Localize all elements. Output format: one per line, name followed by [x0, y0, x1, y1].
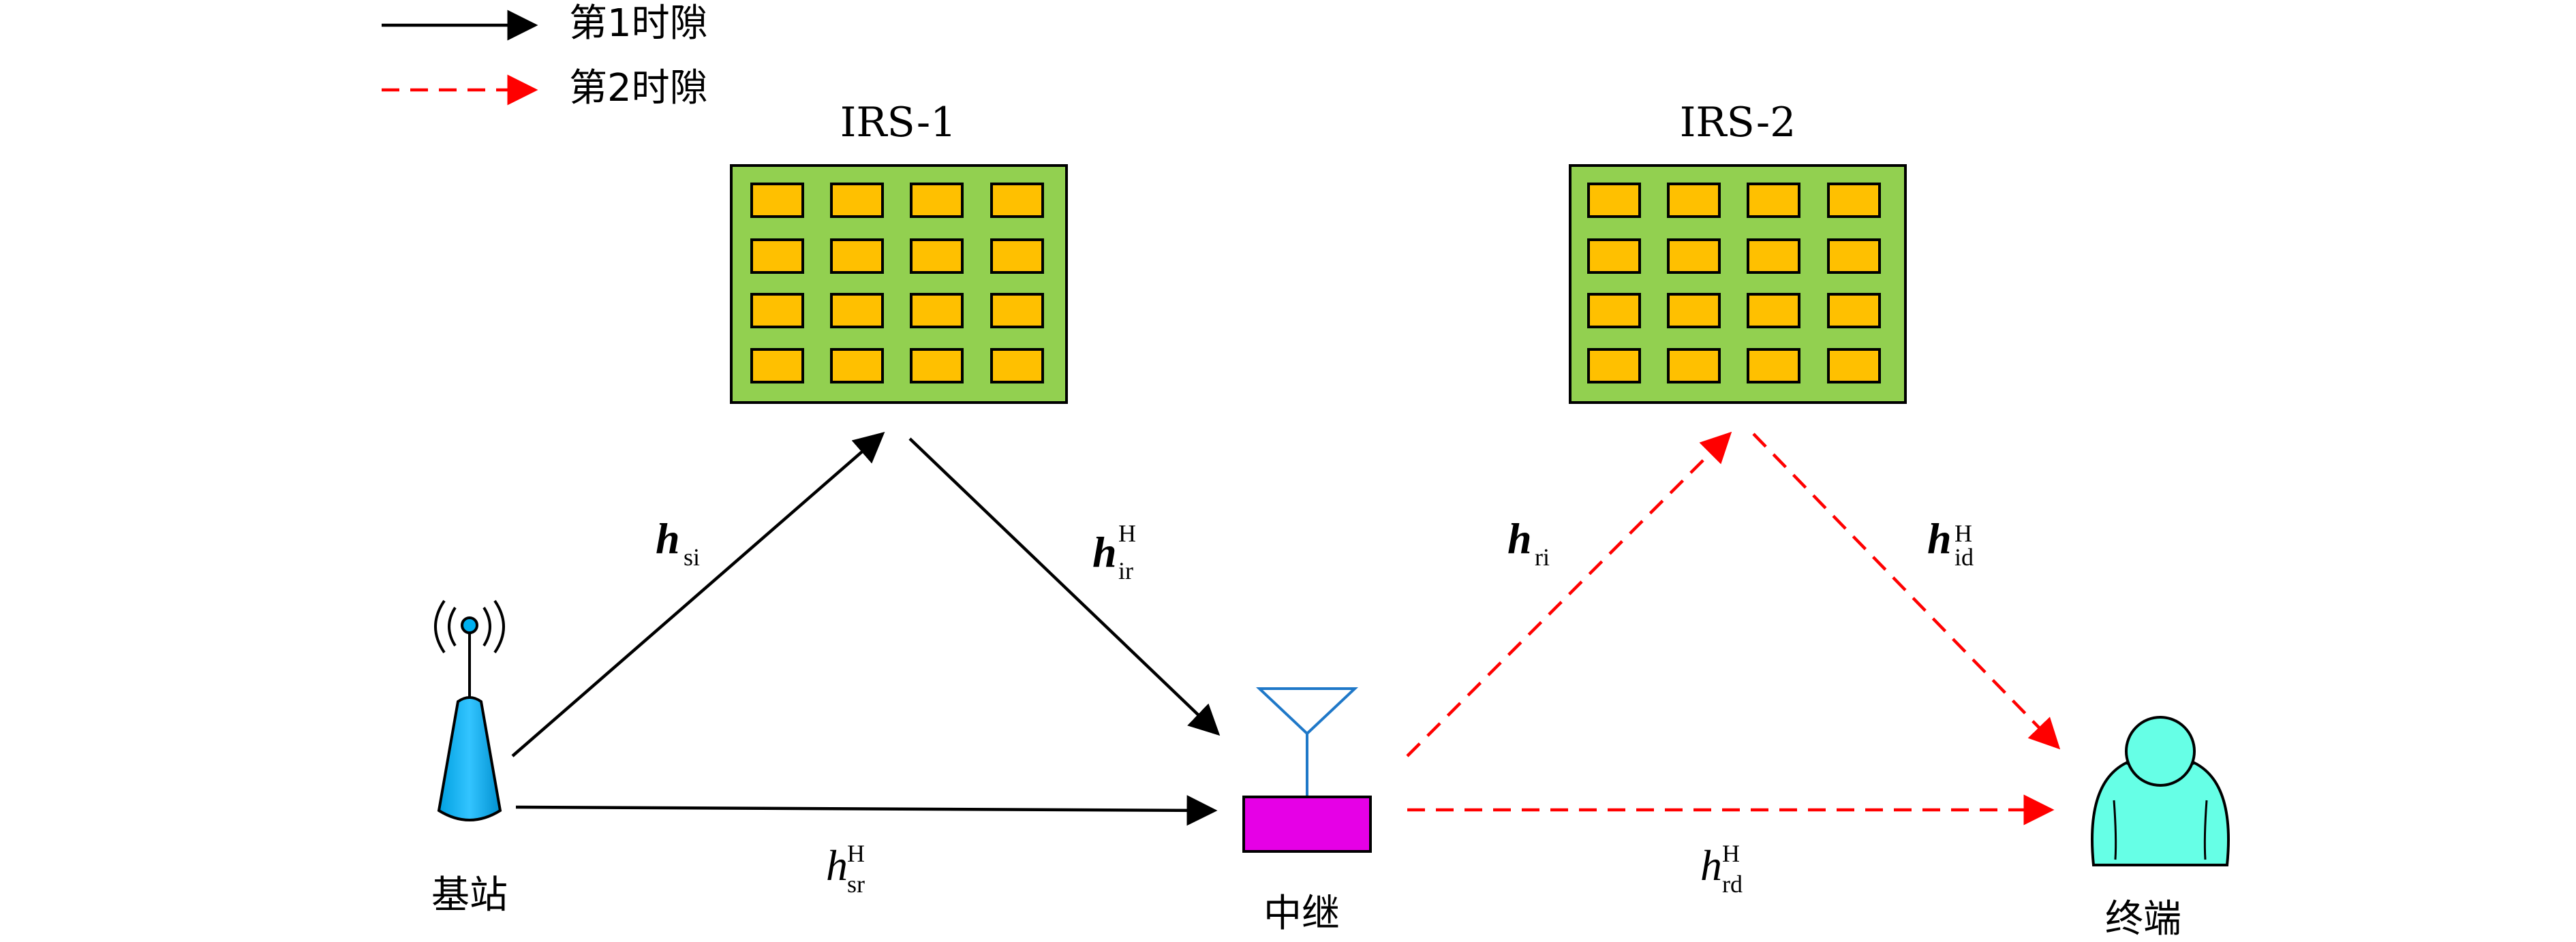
base-station: [434, 599, 505, 821]
irs1-element-r3c1: [750, 293, 804, 328]
irs2-element-r1c3: [1747, 183, 1800, 218]
svg-text:h: h: [1507, 514, 1532, 563]
irs2-element-r3c3: [1747, 293, 1800, 328]
irs2-element-r1c2: [1667, 183, 1721, 218]
irs1-element-r1c4: [990, 183, 1044, 218]
irs1-element-r1c2: [830, 183, 884, 218]
legend: 第1时隙 第2时隙: [382, 1, 708, 110]
channel-label-h-id: h H id: [1927, 514, 1974, 571]
irs2-element-r1c1: [1587, 183, 1641, 218]
signal-wave-icon: [448, 606, 457, 647]
irs1-element-r2c1: [750, 238, 804, 274]
base-station-label: 基站: [431, 873, 508, 917]
svg-text:h: h: [826, 841, 848, 890]
irs2-panel: [1569, 164, 1907, 404]
irs1-panel: [730, 164, 1068, 404]
legend-slot1-label: 第1时隙: [569, 1, 708, 46]
irs2-element-r1c4: [1827, 183, 1881, 218]
channel-label-h-si: h si: [656, 514, 700, 571]
irs2-element-r4c4: [1827, 348, 1881, 383]
irs1-element-r1c1: [750, 183, 804, 218]
terminal-label: 终端: [2105, 897, 2181, 941]
svg-text:h: h: [1700, 841, 1722, 890]
channel-label-h-sr: h H sr: [826, 840, 865, 898]
irs2-element-r4c1: [1587, 348, 1641, 383]
irs1-element-r2c3: [910, 238, 964, 274]
irs1-element-r3c2: [830, 293, 884, 328]
antenna-tip-icon: [461, 616, 478, 634]
svg-text:H: H: [1722, 840, 1740, 867]
svg-text:h: h: [1927, 514, 1952, 563]
arrow-irs2-to-terminal: [1752, 433, 2061, 750]
irs2-label: IRS-2: [1680, 99, 1796, 146]
svg-text:id: id: [1954, 544, 1974, 571]
irs1-element-r4c2: [830, 348, 884, 383]
relay: [1242, 687, 1372, 853]
irs1-element-r4c1: [750, 348, 804, 383]
irs1-element-r3c4: [990, 293, 1044, 328]
irs1-element-r2c4: [990, 238, 1044, 274]
irs2-element-r3c1: [1587, 293, 1641, 328]
arrow-irs1-to-relay: [908, 437, 1221, 736]
channel-label-h-rd: h H rd: [1700, 840, 1743, 898]
svg-text:H: H: [1954, 520, 1972, 547]
irs2-element-r3c4: [1827, 293, 1881, 328]
svg-text:rd: rd: [1722, 870, 1743, 898]
irs2-element-r2c1: [1587, 238, 1641, 274]
irs1-label: IRS-1: [840, 99, 957, 146]
svg-text:ir: ir: [1118, 557, 1133, 584]
channel-label-h-ir: h H ir: [1092, 520, 1136, 584]
irs1-element-r4c3: [910, 348, 964, 383]
svg-text:H: H: [1118, 520, 1136, 547]
relay-box: [1242, 796, 1372, 853]
irs2-element-r4c2: [1667, 348, 1721, 383]
irs1-element-r2c2: [830, 238, 884, 274]
relay-label: 中继: [1263, 892, 1340, 936]
legend-slot2-label: 第2时隙: [569, 66, 708, 110]
irs2-element-r3c2: [1667, 293, 1721, 328]
arrow-relay-to-irs2: [1406, 431, 1732, 757]
irs2-element-r4c3: [1747, 348, 1800, 383]
svg-text:h: h: [656, 514, 680, 563]
irs1-element-r1c3: [910, 183, 964, 218]
terminal-user-icon: [2091, 716, 2230, 866]
arrow-bs-to-irs1: [511, 432, 885, 757]
irs1-element-r4c4: [990, 348, 1044, 383]
irs2-element-r2c4: [1827, 238, 1881, 274]
irs1-element-r3c3: [910, 293, 964, 328]
channel-label-h-ri: h ri: [1507, 514, 1550, 571]
relay-antenna-icon: [1255, 687, 1359, 736]
svg-text:h: h: [1092, 528, 1117, 576]
svg-text:H: H: [847, 840, 865, 867]
irs2-element-r2c3: [1747, 238, 1800, 274]
irs2-element-r2c2: [1667, 238, 1721, 274]
svg-text:si: si: [684, 544, 700, 571]
svg-text:ri: ri: [1535, 544, 1550, 571]
arrow-bs-to-relay: [515, 795, 1218, 826]
base-station-tower-icon: [437, 696, 502, 821]
svg-text:sr: sr: [847, 870, 865, 898]
